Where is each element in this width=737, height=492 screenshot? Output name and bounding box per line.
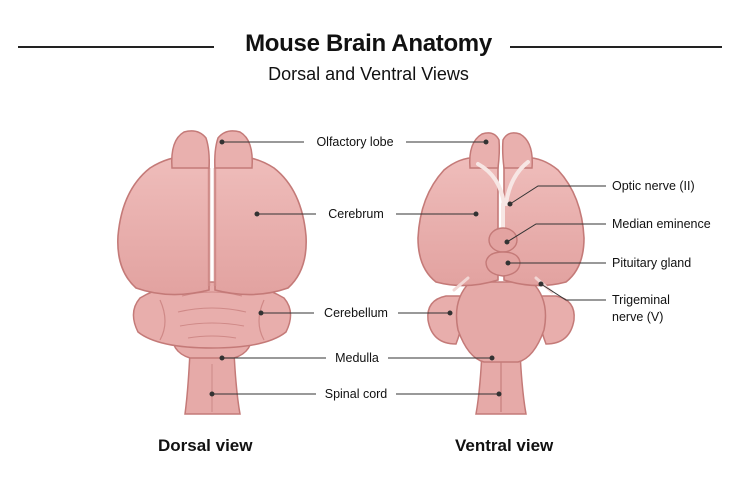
label-cerebellum: Cerebellum [324,306,388,320]
dorsal-brain [117,130,307,415]
ventral-olfactory-bulb-left [469,132,501,169]
ventral-brain [417,132,585,415]
dorsal-left-hemisphere [117,155,210,296]
ventral-view-label: Ventral view [455,436,554,455]
dorsal-right-hemisphere [214,155,307,296]
label-cerebrum: Cerebrum [328,207,384,221]
label-olfactory-lobe: Olfactory lobe [316,135,394,149]
leader-lines [209,139,606,397]
dorsal-cerebellum [132,281,292,349]
label-trigeminal-nerve-line1: Trigeminal [612,293,670,307]
diagram-title: Mouse Brain Anatomy [245,30,492,57]
dorsal-olfactory-bulb-left [171,130,210,169]
label-optic-nerve: Optic nerve (II) [612,179,695,193]
dorsal-view-label: Dorsal view [158,436,253,455]
label-spinal-cord: Spinal cord [324,387,388,401]
ventral-optic-nerve [476,160,530,232]
title-rule-right [510,46,722,48]
title-rule-left [18,46,214,48]
ventral-medulla [455,281,547,363]
ventral-olfactory-bulb-right [501,132,533,169]
dorsal-olfactory-bulb-right [214,130,253,169]
label-pituitary-gland: Pituitary gland [612,256,692,270]
label-median-eminence: Median eminence [612,217,711,231]
ventral-median-eminence [488,227,518,253]
ventral-pituitary-gland [485,251,521,277]
label-trigeminal-nerve-line2: nerve (V) [612,310,664,324]
label-medulla: Medulla [335,351,379,365]
diagram-subtitle: Dorsal and Ventral Views [268,64,469,84]
title-bar: Mouse Brain Anatomy [0,30,737,64]
